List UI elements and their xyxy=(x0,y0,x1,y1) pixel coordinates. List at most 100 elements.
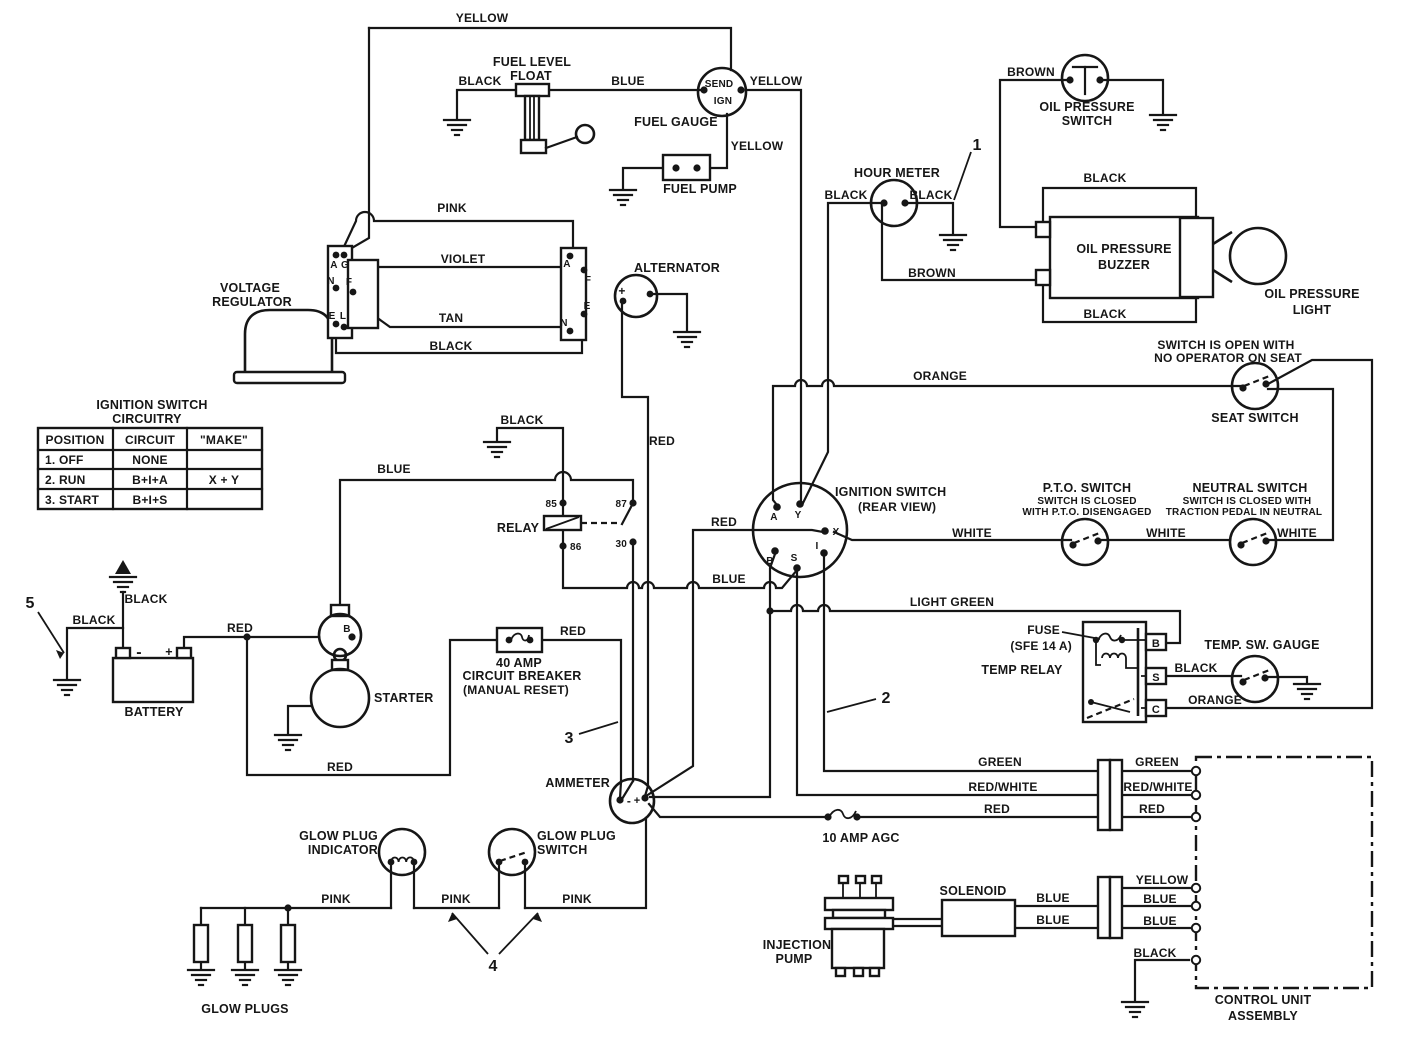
label-glow-indicator-1: GLOW PLUG xyxy=(299,829,378,843)
seat-switch xyxy=(1230,361,1280,411)
label-red-bottom: RED xyxy=(327,760,353,774)
wire-cu-lower-wires xyxy=(1120,886,1193,930)
glow-plugs xyxy=(192,904,297,964)
label-yellow-cu: YELLOW xyxy=(1136,873,1189,887)
label-temp-sw-gauge: TEMP. SW. GAUGE xyxy=(1204,638,1319,652)
wire-connector-to-cu-top xyxy=(1120,769,1193,819)
label-neutral-2: SWITCH IS CLOSED WITH xyxy=(1183,496,1312,507)
callout4-arrowheads xyxy=(448,913,542,922)
label-send: SEND xyxy=(705,79,734,90)
label-red-x: RED xyxy=(711,515,737,529)
table-cell: 3. START xyxy=(45,493,100,507)
ground-hour-meter xyxy=(938,233,968,252)
connector-lower xyxy=(1096,875,1124,940)
label-pink-2: PINK xyxy=(441,892,471,906)
fuel-pump xyxy=(661,153,712,182)
label-alt-plus: + xyxy=(618,284,625,298)
label-red-alternator: RED xyxy=(649,434,675,448)
label-battery-minus: - xyxy=(136,644,142,661)
label-relay-85: 85 xyxy=(545,499,557,510)
ignition-circuitry-table: IGNITION SWITCH CIRCUITRY POSITION CIRCU… xyxy=(36,398,264,511)
label-vr-l: L xyxy=(340,311,346,322)
label-voltage-regulator-1: VOLTAGE xyxy=(220,281,280,295)
starter xyxy=(309,603,371,729)
fuel-gauge xyxy=(696,66,748,118)
label-alt-a: A xyxy=(563,259,570,270)
label-relay-87: 87 xyxy=(615,499,627,510)
label-fuel-level-float-1: FUEL LEVEL xyxy=(493,55,571,69)
wire-black-float-ground xyxy=(455,88,520,120)
label-yellow-top: YELLOW xyxy=(456,11,509,25)
label-vr-g: G xyxy=(341,260,349,271)
label-violet: VIOLET xyxy=(441,252,486,266)
label-battery: BATTERY xyxy=(124,705,183,719)
callout1-line xyxy=(953,151,972,201)
label-oil-pressure-buzzer-1: OIL PRESSURE xyxy=(1076,242,1171,256)
wire-red-alternator-down xyxy=(620,301,650,788)
label-alt-n: N xyxy=(560,318,567,329)
ground-starter xyxy=(273,733,303,752)
ground-alternator xyxy=(672,330,702,349)
label-neutral-3: TRACTION PEDAL IN NEUTRAL xyxy=(1166,507,1322,518)
label-brown-hm: BROWN xyxy=(908,266,956,280)
callout-2: 2 xyxy=(881,690,890,707)
label-blue-solenoid-1: BLUE xyxy=(1036,891,1069,905)
temp-relay-fuse-element xyxy=(1097,632,1122,642)
relay-blade xyxy=(620,505,633,526)
label-yellow-pump: YELLOW xyxy=(731,139,784,153)
ground-temp-gauge xyxy=(1292,682,1322,701)
battery xyxy=(111,646,195,704)
label-control-unit-2: ASSEMBLY xyxy=(1228,1009,1298,1023)
label-ig-x: X xyxy=(833,527,840,538)
label-tan: TAN xyxy=(439,311,463,325)
label-relay: RELAY xyxy=(497,521,540,535)
label-blue-cu-1: BLUE xyxy=(1143,892,1176,906)
label-black-hm-right: BLACK xyxy=(910,188,953,202)
ground-symbols xyxy=(52,113,1322,1019)
label-temp-relay: TEMP RELAY xyxy=(981,663,1063,677)
oil-pressure-switch xyxy=(1060,53,1110,103)
table-cell: B+I+A xyxy=(132,473,168,487)
wire-pink xyxy=(339,210,575,255)
label-pink-3: PINK xyxy=(562,892,592,906)
label-battery-plus: + xyxy=(165,645,173,659)
callout-3: 3 xyxy=(564,730,573,747)
label-black-hm-left: BLACK xyxy=(825,188,868,202)
circuit-breaker xyxy=(495,626,544,654)
label-redwhite-left: RED/WHITE xyxy=(968,780,1037,794)
wire-black-buzzer-top xyxy=(1041,186,1198,224)
wire-blue-solenoid-to-87 xyxy=(338,470,635,609)
label-blue-cu-2: BLUE xyxy=(1143,914,1176,928)
label-black-battery-2: BLACK xyxy=(73,613,116,627)
starter-solenoid xyxy=(317,612,363,658)
label-alternator: ALTERNATOR xyxy=(634,261,720,275)
label-black-buzzer-top: BLACK xyxy=(1084,171,1127,185)
wire-red-bottom-to-breaker xyxy=(245,635,499,777)
label-brown-ops: BROWN xyxy=(1007,65,1055,79)
label-fuel-pump: FUEL PUMP xyxy=(663,182,737,196)
ground-relay xyxy=(482,440,512,459)
label-ig-y: Y xyxy=(795,510,802,521)
wire-violet xyxy=(351,265,586,293)
label-vr-e: E xyxy=(329,311,336,322)
starter-solenoid-s-terminal xyxy=(329,603,351,618)
callout-1: 1 xyxy=(972,137,981,154)
ground-glowplug-1 xyxy=(186,968,216,987)
labels: YELLOW FUEL LEVEL FLOAT BLACK BLUE SEND … xyxy=(25,11,1359,1023)
indicator-coil xyxy=(390,856,415,863)
label-neutral-1: NEUTRAL SWITCH xyxy=(1192,481,1307,495)
wire-hourmeter-to-y xyxy=(801,201,884,505)
label-white-3: WHITE xyxy=(1277,526,1317,540)
label-ammeter-minus: - xyxy=(627,794,631,808)
label-switch-open-1: SWITCH IS OPEN WITH xyxy=(1157,338,1294,352)
label-solenoid: SOLENOID xyxy=(940,884,1007,898)
label-blue-relay: BLUE xyxy=(377,462,410,476)
label-hour-meter: HOUR METER xyxy=(854,166,940,180)
label-starter: STARTER xyxy=(374,691,434,705)
label-red-breaker: RED xyxy=(560,624,586,638)
table-header-position: POSITION xyxy=(46,433,105,447)
wire-starter-ground xyxy=(286,704,313,735)
wire-glowplug-drops xyxy=(199,906,290,927)
wire-white-x-to-pto xyxy=(832,530,1073,542)
table-cell: X + Y xyxy=(209,473,239,487)
